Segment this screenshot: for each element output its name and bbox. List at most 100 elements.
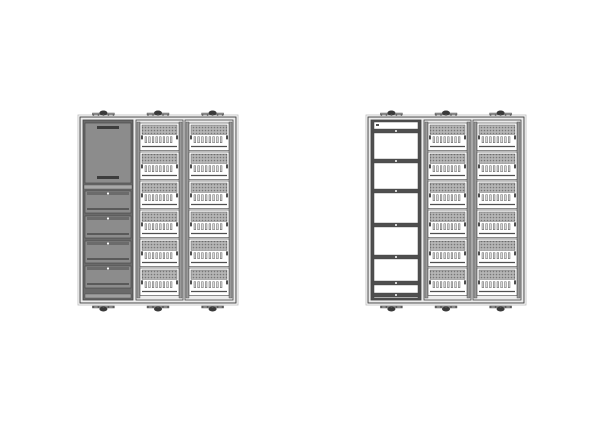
lug-dot [435,114,437,116]
row-side-mark [226,135,228,140]
terminal-block [485,252,488,260]
perforated-band [429,153,466,164]
mounting-column [423,119,472,301]
lug-dot [494,114,497,116]
top-cover-handle [97,126,119,129]
terminal-block [436,252,439,260]
row-side-mark [190,251,192,256]
terminal-block [216,223,219,231]
terminal-block [166,252,169,260]
terminal-block [485,194,488,202]
row-side-mark [478,251,480,256]
lug-dot [211,114,214,116]
mounting-row [139,267,180,296]
terminal-block [197,281,200,289]
terminal-block [197,165,200,173]
perforated-band [429,211,466,222]
terminal-block [481,194,484,202]
row-side-mark [226,164,228,169]
fixing-lug-icon [489,110,512,116]
terminal-block [489,252,492,260]
terminal-block [454,252,457,260]
mounting-row [427,209,468,238]
terminal-block [485,136,488,144]
mounting-column [135,119,184,301]
mounting-row [427,180,468,209]
terminal-block [432,223,435,231]
terminal-block [500,136,503,144]
rail-screw [395,224,397,226]
terminal-block [155,194,158,202]
terminal-block [220,281,223,289]
column-side-rail-right [228,121,233,299]
lug-dot [107,306,110,308]
column-side-rail-left [473,121,478,299]
lug-dot [445,114,447,116]
row-side-mark [464,193,466,198]
row-side-mark [226,280,228,285]
terminal-block [193,223,196,231]
lug-dot [385,306,388,308]
terminal-block [432,281,435,289]
terminal-block [162,194,165,202]
terminal-block [159,194,162,202]
perforated-band [429,124,466,135]
row-side-mark [141,193,143,198]
terminal-block [440,223,443,231]
terminal-block [443,194,446,202]
mounting-row [188,151,230,180]
terminal-block [504,281,507,289]
fixing-lug-icon [201,110,224,116]
row-side-mark [429,135,431,140]
lug-dot [390,114,393,116]
terminal-block [432,194,435,202]
lug-dot [167,114,169,116]
terminal-block [508,136,511,144]
terminal-block [166,165,169,173]
perforated-band [478,124,516,135]
lug-dot [167,306,169,308]
terminal-block [485,165,488,173]
perforated-band [478,182,516,193]
terminal-block [159,252,162,260]
row-side-mark [429,222,431,227]
terminal-block [159,165,162,173]
lug-dot [440,114,442,116]
terminal-block [447,252,450,260]
rail-screw [395,130,397,132]
terminal-block [436,223,439,231]
terminal-block [508,281,511,289]
mounting-column [184,119,234,301]
terminal-block [144,252,147,260]
terminal-block [155,165,158,173]
fixing-lug-icon [380,110,403,116]
perforated-band [429,240,466,251]
terminal-block [500,165,503,173]
terminal-block [152,252,155,260]
row-side-mark [514,280,516,285]
fixing-lug-icon [92,110,115,116]
terminal-block [162,136,165,144]
perforated-band [478,240,516,251]
terminal-block [148,165,151,173]
terminal-block [500,194,503,202]
terminal-block [504,223,507,231]
row-side-mark [429,280,431,285]
fixing-lug-icon [380,305,403,312]
lug-dot [395,114,398,116]
lug-knob [208,110,217,116]
fixing-lug-icon [201,305,224,312]
terminal-block [440,165,443,173]
fixing-lug-icon [146,110,170,116]
terminal-block [447,194,450,202]
terminal-block [489,223,492,231]
terminal-block [481,252,484,260]
lug-dot [395,306,398,308]
terminal-block [485,223,488,231]
lug-dot [102,306,105,308]
row-side-mark [464,164,466,169]
lug-dot [489,306,492,308]
mounting-row [427,238,468,267]
column-side-rail-right [178,121,183,299]
perforated-band [190,182,228,193]
